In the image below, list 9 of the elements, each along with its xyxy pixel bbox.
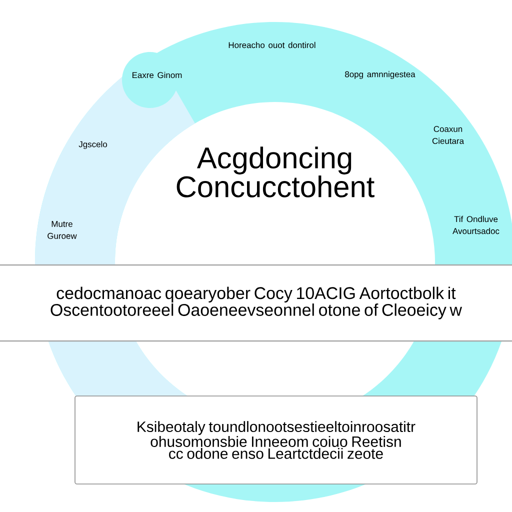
ring-label: 8opg amnnigestea: [345, 71, 416, 79]
ring-label: Horeacho ouot dontirol: [228, 42, 316, 48]
ring-label: Eaxre Ginom: [132, 72, 182, 78]
ring-label: Mutre Guroew: [48, 221, 77, 239]
node-label: Acgdoncing Concucctohent: [176, 146, 374, 198]
ring-label: Jgscelo: [78, 141, 107, 149]
ring-label: Coaxun Cieutara: [432, 126, 464, 144]
ring-label: Tif Ondluve Avourtsadoc: [452, 216, 500, 234]
text-band: cedocmanoac qoearyober Cocy 10ACIG Aortoctbolk it Oscentootoreeel Oaoeneevseonnel otone of Cleoeicy w: [0, 264, 512, 342]
